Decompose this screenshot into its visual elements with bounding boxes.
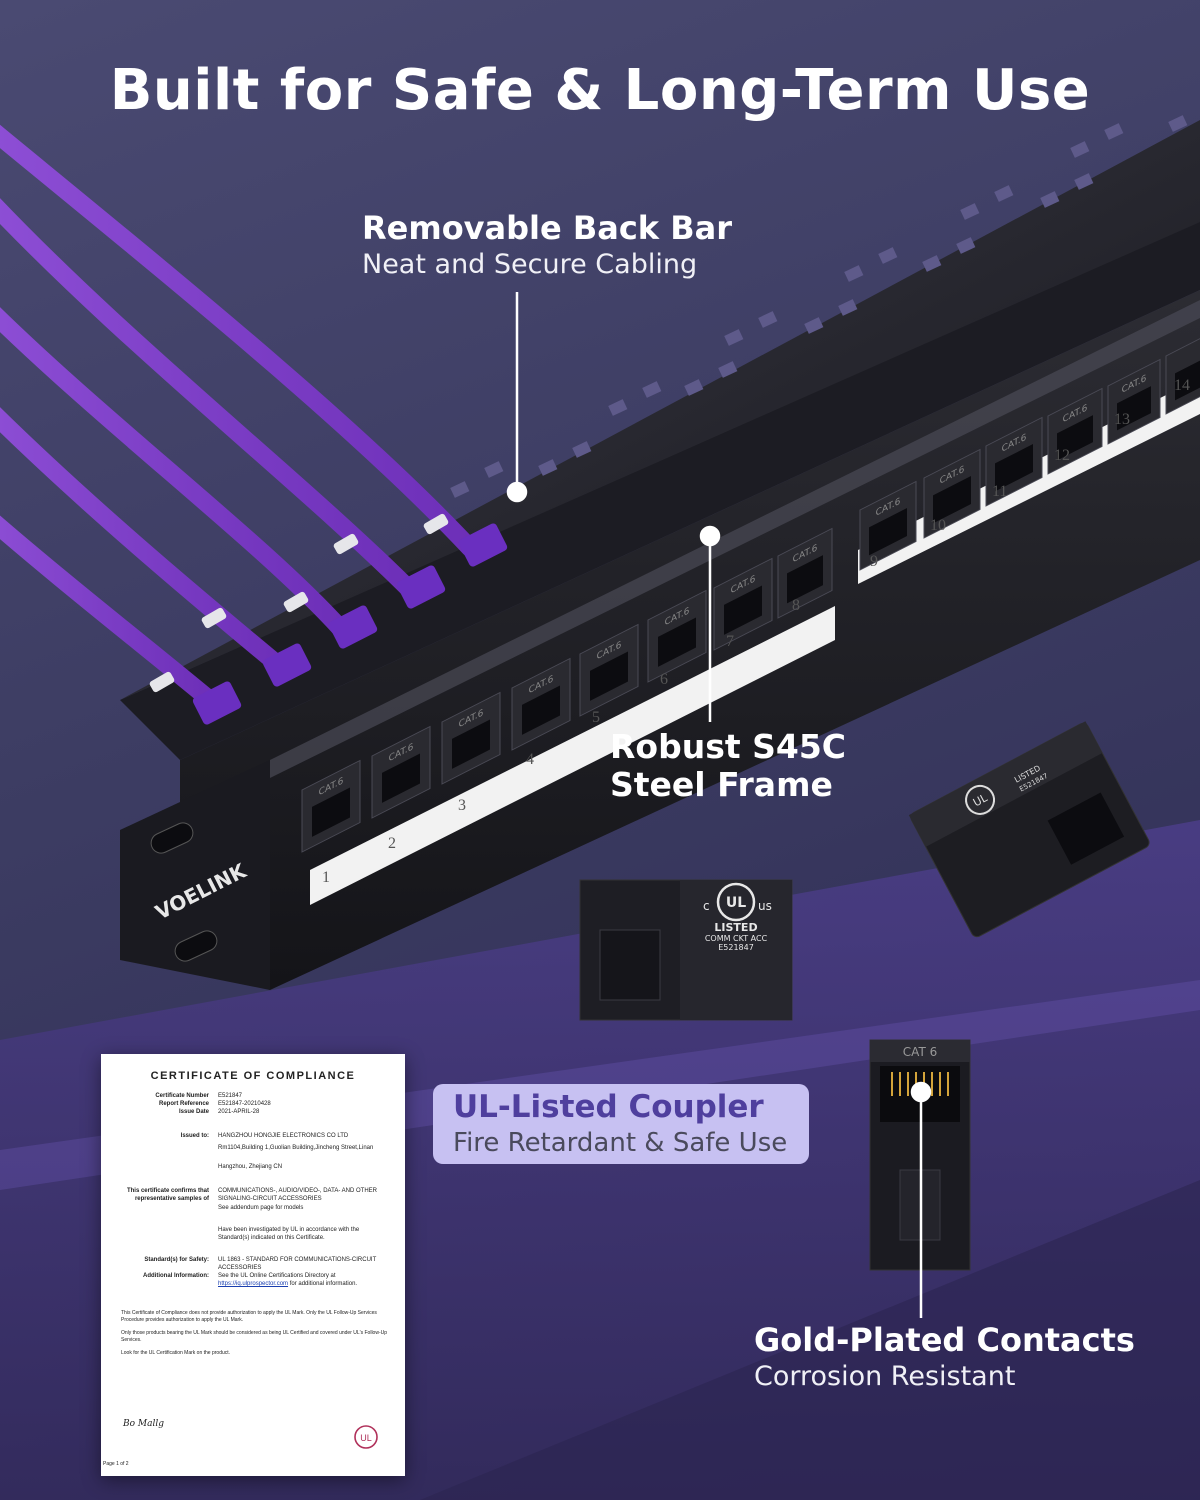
svg-text:10: 10 bbox=[930, 517, 946, 534]
patch-panel: CAT.6 CAT.6 CAT.6 CAT.6 CAT.6 bbox=[120, 115, 1200, 990]
svg-text:7: 7 bbox=[726, 633, 734, 650]
svg-text:UL: UL bbox=[360, 1433, 372, 1443]
port-5: CAT.6 bbox=[579, 623, 639, 717]
port-numbers: 1 2 3 4 5 6 7 8 9 10 11 12 13 14 bbox=[322, 377, 1190, 886]
cert-additional-line: https://iq.ulprospector.com for addition… bbox=[218, 1280, 398, 1288]
cert-addendum: See addendum page for models bbox=[218, 1205, 304, 1211]
cable-ties bbox=[149, 513, 449, 693]
cert-issued-line2: Rm1104,Building 1,Guolian Building,Jinch… bbox=[218, 1145, 374, 1151]
cert-standards-label: Standard(s) for Safety: bbox=[144, 1257, 209, 1263]
cert-confirms-label: This certificate confirms that represent… bbox=[126, 1188, 209, 1202]
port-7: CAT.6 bbox=[713, 557, 773, 651]
cert-standards-value: UL 1863 - STANDARD FOR COMMUNICATIONS-CI… bbox=[218, 1257, 377, 1271]
page-headline: Built for Safe & Long-Term Use bbox=[109, 58, 1091, 123]
cert-additional-value: See the UL Online Certifications Directo… bbox=[218, 1273, 336, 1279]
callout-back-bar-title: Removable Back Bar bbox=[362, 209, 732, 247]
port-10: CAT.6 bbox=[923, 448, 981, 539]
ul-seal-icon: UL bbox=[354, 1425, 378, 1449]
port-4: CAT.6 bbox=[511, 657, 571, 751]
callout-frame-title-line1: Robust S45C bbox=[610, 727, 847, 766]
port-3: CAT.6 bbox=[441, 691, 501, 785]
mount-hole-bottom bbox=[174, 930, 218, 962]
port-9: CAT.6 bbox=[859, 480, 917, 571]
svg-text:13: 13 bbox=[1114, 411, 1130, 428]
cable-boots bbox=[192, 523, 508, 725]
cert-page-number: Page 1 of 2 bbox=[103, 1461, 129, 1467]
cert-title: CERTIFICATE OF COMPLIANCE bbox=[150, 1070, 356, 1082]
cert-number: E521847 bbox=[218, 1093, 243, 1099]
ethernet-cables bbox=[0, 124, 479, 709]
svg-text:6: 6 bbox=[660, 671, 668, 688]
callout-steel-frame: Robust S45C Steel Frame bbox=[610, 728, 846, 804]
keystone-coupler-front: UL c us LISTED COMM CKT ACC E521847 bbox=[579, 879, 793, 1021]
cert-additional-label: Additional Information: bbox=[143, 1273, 209, 1279]
svg-text:us: us bbox=[758, 899, 772, 913]
svg-text:11: 11 bbox=[992, 483, 1007, 500]
svg-text:5: 5 bbox=[592, 709, 600, 726]
back-bar-slots bbox=[450, 115, 1188, 498]
cert-issued-line3: Hangzhou, Zhejiang CN bbox=[218, 1164, 283, 1170]
port-14 bbox=[1165, 329, 1200, 415]
callout-gold-contacts: Gold-Plated Contacts Corrosion Resistant bbox=[754, 1322, 1135, 1394]
callout-contacts-title: Gold-Plated Contacts bbox=[754, 1321, 1135, 1359]
svg-text:1: 1 bbox=[322, 869, 330, 886]
callout-back-bar-subtitle: Neat and Secure Cabling bbox=[362, 248, 698, 280]
cert-confirms-value: COMMUNICATIONS-, AUDIO/VIDEO-, DATA- AND… bbox=[218, 1188, 378, 1202]
keystone-coupler-tilted: UL LISTED E521847 bbox=[908, 721, 1150, 938]
svg-text:4: 4 bbox=[526, 751, 534, 768]
port-1: CAT.6 bbox=[301, 759, 361, 853]
callout-frame-title-line2: Steel Frame bbox=[610, 764, 833, 804]
callout-ul-subtitle: Fire Retardant & Safe Use bbox=[453, 1127, 788, 1158]
cert-issued-label: Issued to: bbox=[180, 1133, 209, 1139]
certificate-of-compliance: CERTIFICATE OF COMPLIANCE Certificate Nu… bbox=[101, 1054, 405, 1476]
port-12: CAT.6 bbox=[1047, 387, 1103, 475]
svg-text:E521847: E521847 bbox=[718, 943, 754, 952]
cert-date-label: Issue Date bbox=[178, 1109, 209, 1115]
svg-text:CAT 6: CAT 6 bbox=[903, 1045, 937, 1059]
callout-ul-title: UL-Listed Coupler bbox=[453, 1089, 764, 1125]
port-label-strip bbox=[310, 606, 835, 905]
port-8: CAT.6 bbox=[777, 527, 833, 619]
cert-foot-2: Only those products bearing the UL Mark … bbox=[121, 1330, 388, 1343]
svg-text:LISTED: LISTED bbox=[714, 921, 757, 934]
cert-number-label: Certificate Number bbox=[155, 1093, 209, 1099]
svg-text:COMM CKT ACC: COMM CKT ACC bbox=[705, 934, 768, 943]
svg-text:9: 9 bbox=[870, 553, 878, 570]
callout-contacts-subtitle: Corrosion Resistant bbox=[754, 1360, 1016, 1392]
cert-foot-1: This Certificate of Compliance does not … bbox=[121, 1310, 377, 1323]
port-11: CAT.6 bbox=[985, 416, 1043, 507]
svg-text:UL: UL bbox=[726, 895, 746, 911]
mount-hole-top bbox=[150, 822, 194, 854]
svg-text:UL: UL bbox=[971, 791, 990, 810]
callout-leaders bbox=[506, 292, 932, 1318]
callout-ul-coupler: UL-Listed Coupler Fire Retardant & Safe … bbox=[433, 1084, 809, 1164]
svg-text:c: c bbox=[703, 899, 710, 913]
port-6: CAT.6 bbox=[647, 589, 707, 683]
cert-date: 2021-APRIL-28 bbox=[218, 1109, 260, 1115]
cert-foot-3: Look for the UL Certification Mark on th… bbox=[121, 1350, 231, 1356]
svg-text:2: 2 bbox=[388, 835, 396, 852]
port-2: CAT.6 bbox=[371, 725, 431, 819]
ports: CAT.6 CAT.6 CAT.6 CAT.6 CAT.6 bbox=[301, 329, 1200, 853]
cert-issued-line1: HANGZHOU HONGJIE ELECTRONICS CO LTD bbox=[218, 1133, 349, 1139]
cert-investigated: Have been investigated by UL in accordan… bbox=[218, 1227, 360, 1241]
cert-additional-link[interactable]: https://iq.ulprospector.com bbox=[218, 1281, 289, 1287]
cert-report-label: Report Reference bbox=[158, 1101, 209, 1107]
port-13: CAT.6 bbox=[1107, 358, 1161, 445]
callout-back-bar: Removable Back Bar Neat and Secure Cabli… bbox=[362, 210, 732, 282]
cert-signature: Bo Mallg bbox=[123, 1419, 164, 1429]
svg-text:8: 8 bbox=[792, 597, 800, 614]
svg-text:3: 3 bbox=[458, 797, 466, 814]
cert-additional-tail: for additional information. bbox=[289, 1281, 358, 1287]
svg-text:12: 12 bbox=[1054, 447, 1070, 464]
cert-report: E521847-20210428 bbox=[218, 1101, 271, 1107]
svg-text:14: 14 bbox=[1174, 377, 1190, 394]
